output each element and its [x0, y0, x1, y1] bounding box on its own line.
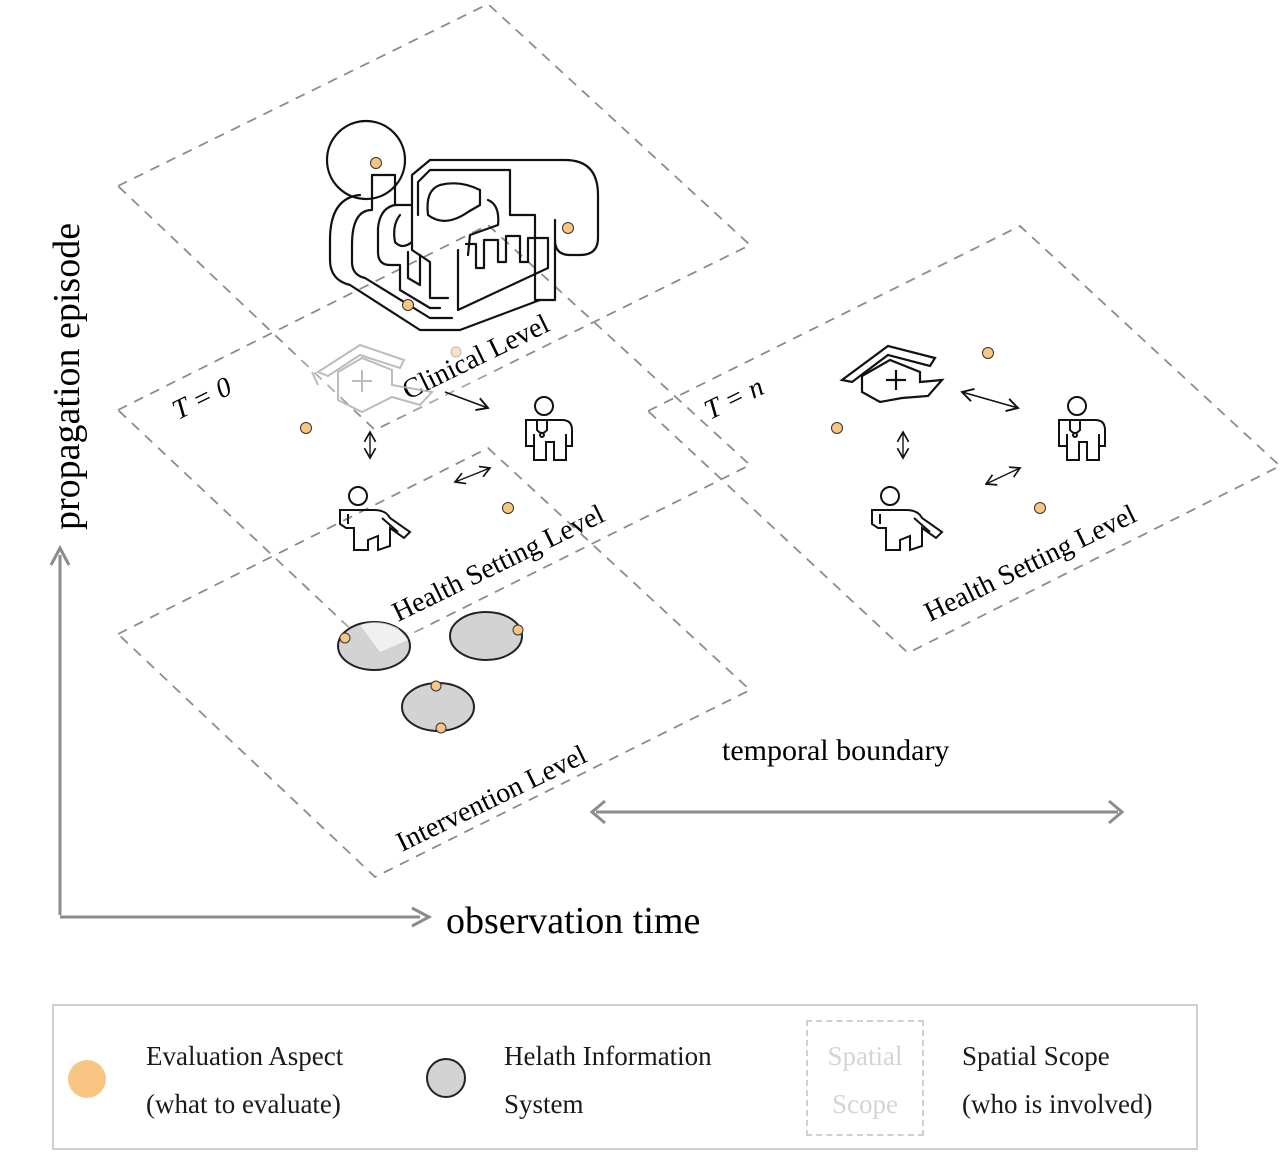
doctor-icon — [525, 396, 573, 461]
health-setting-plane-right — [646, 224, 1282, 655]
interaction-arrow — [444, 391, 488, 408]
evaluation-aspect-dot — [1034, 502, 1046, 514]
interaction-arrow — [986, 468, 1020, 484]
interaction-arrow — [455, 468, 490, 482]
patient-icon — [871, 486, 944, 552]
temporal-boundary-label: temporal boundary — [722, 734, 949, 767]
legend-his-line1: Helath Information — [504, 1041, 712, 1071]
hospital-icon — [839, 344, 945, 404]
evaluation-aspect-dot — [982, 347, 994, 359]
human-body-organs-icon — [325, 119, 600, 332]
intervention-level-label: Intervention Level — [391, 739, 591, 858]
legend-eval-line2: (what to evaluate) — [146, 1089, 341, 1119]
x-axis-label: observation time — [446, 900, 700, 942]
evaluation-aspect-dot — [300, 422, 312, 434]
fade-overlay — [360, 622, 408, 652]
evaluation-aspect-dot — [502, 502, 514, 514]
gray-circle-icon — [426, 1058, 466, 1098]
health-setting-level-label-right: Health Setting Level — [919, 499, 1141, 629]
legend-box-line2: Scope — [832, 1089, 898, 1119]
legend: Evaluation Aspect (what to evaluate) Hel… — [52, 1004, 1198, 1150]
time-label-t0: T = 0 — [167, 371, 236, 426]
evaluation-aspect-dot — [339, 632, 351, 644]
orange-dot-icon — [68, 1060, 106, 1098]
y-axis-arrowhead — [49, 544, 71, 566]
interaction-arrow — [962, 392, 1018, 408]
legend-scope-line2: (who is involved) — [962, 1089, 1153, 1119]
dashed-box-icon: Spatial Scope — [806, 1020, 924, 1136]
evaluation-aspect-dot — [831, 422, 843, 434]
legend-eval-line1: Evaluation Aspect — [146, 1041, 344, 1071]
evaluation-aspect-dot — [512, 624, 524, 636]
health-setting-level-label-left: Health Setting Level — [387, 499, 609, 629]
information-system-icon — [449, 611, 523, 661]
evaluation-aspect-dot — [370, 157, 382, 169]
time-label-tn: T = n — [699, 371, 768, 426]
legend-scope-line1: Spatial Scope — [962, 1041, 1110, 1071]
y-axis-label: propagation episode — [46, 223, 88, 530]
x-axis-arrowhead — [411, 906, 433, 928]
axes: propagation episode observation time — [46, 223, 700, 942]
evaluation-aspect-dot — [430, 680, 442, 692]
legend-his-line2: System — [504, 1089, 584, 1119]
evaluation-aspect-dot — [450, 346, 462, 358]
temporal-boundary: temporal boundary — [589, 734, 1125, 825]
temporal-boundary-left-arrowhead — [589, 799, 606, 825]
patient-icon — [339, 486, 412, 552]
health-setting-plane-left — [116, 223, 752, 654]
doctor-icon — [1058, 396, 1106, 461]
evaluation-aspect-dot — [435, 722, 447, 734]
information-system-circles — [337, 611, 523, 732]
temporal-boundary-right-arrowhead — [1108, 799, 1125, 825]
legend-box-line1: Spatial — [827, 1041, 903, 1071]
evaluation-aspect-dot — [402, 299, 414, 311]
evaluation-aspect-dot — [562, 222, 574, 234]
hospital-icon — [311, 343, 434, 414]
